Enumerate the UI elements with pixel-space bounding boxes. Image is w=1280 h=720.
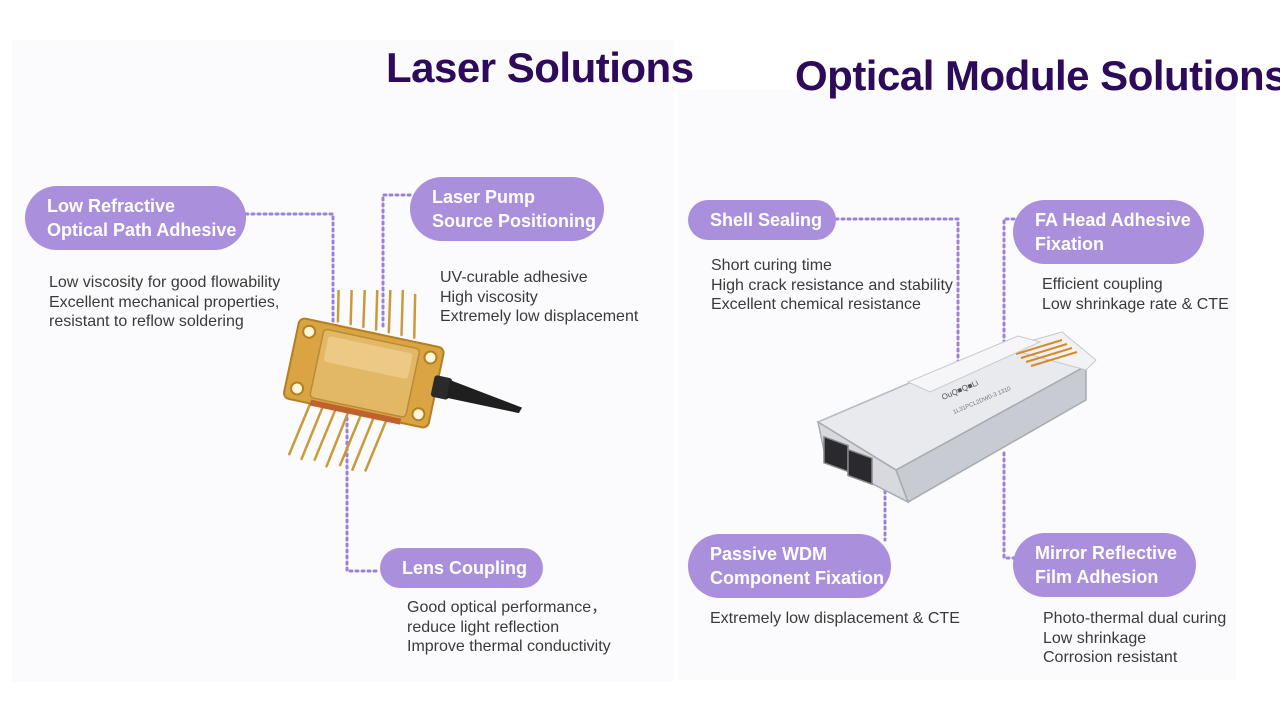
connector-fa-head <box>1002 217 1016 344</box>
optical-module-solutions-title: Optical Module Solutions <box>795 52 1280 99</box>
desc-fa-head: Efficient coupling Low shrinkage rate & … <box>1042 275 1229 314</box>
laser-diode-image <box>282 290 523 472</box>
pill-passive-wdm-component-fixation: Passive WDM Component Fixation <box>688 534 891 598</box>
desc-line: reduce light reflection <box>407 618 560 636</box>
pill-label-line: Fixation <box>1035 234 1105 254</box>
desc-low-refractive: Low viscosity for good flowability Excel… <box>49 273 280 332</box>
desc-laser-pump: UV-curable adhesive High viscosity Extre… <box>440 268 638 327</box>
pill-mirror-reflective-film-adhesion: Mirror Reflective Film Adhesion <box>1013 533 1196 597</box>
desc-line: resistant to reflow soldering <box>49 313 244 330</box>
pill-low-refractive-optical-path-adhesive: Low Refractive Optical Path Adhesive <box>25 186 246 250</box>
desc-line: Excellent chemical resistance <box>711 296 921 313</box>
pill-laser-pump-source-positioning: Laser Pump Source Positioning <box>410 177 604 241</box>
desc-line: Improve thermal conductivity <box>407 638 611 655</box>
desc-line: Good optical performance， <box>407 599 608 616</box>
desc-line: Extremely low displacement <box>440 308 639 325</box>
pill-label-line: Optical Path Adhesive <box>47 220 237 240</box>
pill-label-line: FA Head Adhesive <box>1035 210 1191 230</box>
desc-line: Extremely low displacement & CTE <box>710 610 960 627</box>
pill-label-line: Laser Pump <box>432 187 536 207</box>
connector-laser-pump <box>381 193 412 332</box>
laser-solutions-title: Laser Solutions <box>386 44 694 91</box>
pill-label-line: Lens Coupling <box>402 558 527 578</box>
pill-label-line: Source Positioning <box>432 211 597 231</box>
desc-line: Low shrinkage <box>1043 629 1147 647</box>
connector-shell-sealing <box>834 217 960 397</box>
pill-shell-sealing: Shell Sealing <box>688 200 836 240</box>
desc-line: Photo-thermal dual curing <box>1043 610 1227 627</box>
pill-label-line: Film Adhesion <box>1035 567 1159 587</box>
desc-line: Low viscosity for good flowability <box>49 274 281 291</box>
desc-passive-wdm: Extremely low displacement & CTE <box>710 609 960 629</box>
desc-mirror-reflective: Photo-thermal dual curing Low shrinkage … <box>1043 609 1226 668</box>
pill-label-line: Low Refractive <box>47 196 176 216</box>
pill-label-line: Shell Sealing <box>710 210 823 230</box>
desc-line: High viscosity <box>440 288 538 306</box>
pill-lens-coupling: Lens Coupling <box>380 548 543 588</box>
desc-line: Excellent mechanical properties, <box>49 293 280 311</box>
pill-fa-head-adhesive-fixation: FA Head Adhesive Fixation <box>1013 200 1204 264</box>
desc-line: Efficient coupling <box>1042 276 1163 293</box>
connector-lens-coupling <box>345 416 382 573</box>
desc-shell-sealing: Short curing time High crack resistance … <box>711 256 953 315</box>
pill-label-line: Mirror Reflective <box>1035 543 1178 563</box>
desc-line: UV-curable adhesive <box>440 269 588 286</box>
desc-line: Low shrinkage rate & CTE <box>1042 295 1229 313</box>
desc-line: High crack resistance and stability <box>711 276 953 294</box>
connector-low-refractive <box>244 212 335 328</box>
desc-line: Corrosion resistant <box>1043 649 1178 666</box>
pill-label-line: Component Fixation <box>710 568 884 588</box>
pill-label-line: Passive WDM <box>710 544 828 564</box>
connector-mirror-reflective <box>1002 448 1017 560</box>
desc-lens-coupling: Good optical performance， reduce light r… <box>407 598 611 657</box>
sfp-module-image: OuQ■Q■Li 1L31PCL2DW0-3 1310 <box>816 331 1097 504</box>
desc-line: Short curing time <box>711 257 832 274</box>
